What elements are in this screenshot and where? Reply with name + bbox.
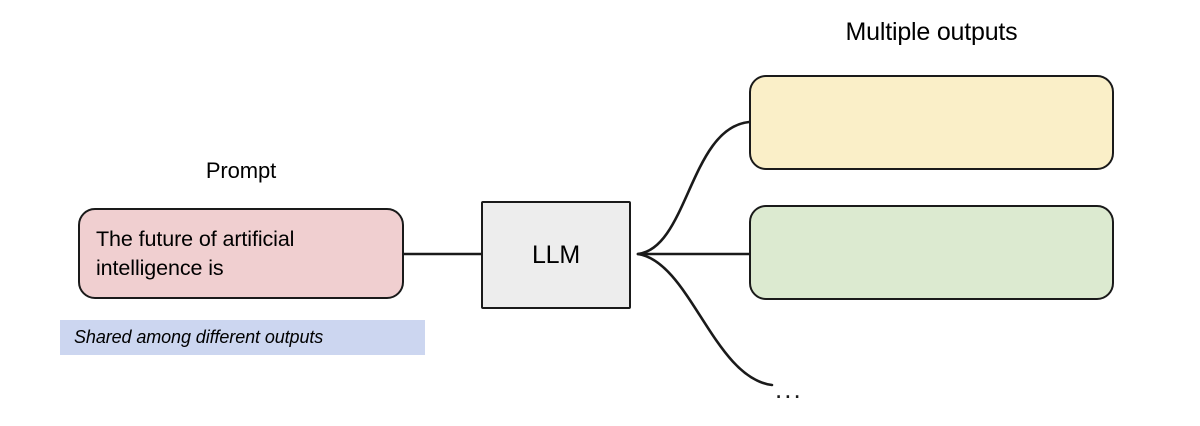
connector-llm-to-output-1 [636, 120, 751, 256]
shared-among-outputs-note: Shared among different outputs [60, 320, 425, 355]
prompt-caption: Prompt [205, 158, 277, 183]
prompt-text: The future of artificial intelligence is [96, 227, 295, 280]
llm-label: LLM [531, 240, 581, 269]
output-box-2[interactable] [749, 205, 1114, 300]
outputs-ellipsis: ... [775, 374, 803, 404]
output-box-1[interactable] [749, 75, 1114, 170]
llm-box[interactable]: LLM [481, 201, 631, 309]
multiple-outputs-caption: Multiple outputs [845, 18, 1018, 46]
shared-among-outputs-text: Shared among different outputs [74, 327, 324, 347]
prompt-box[interactable]: The future of artificial intelligence is [78, 208, 404, 299]
